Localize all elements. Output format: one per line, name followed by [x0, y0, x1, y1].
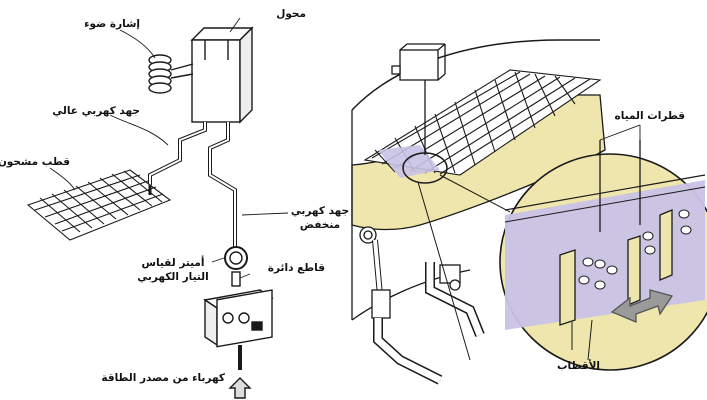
leader-droplets: [599, 124, 641, 141]
label-ammeter-1: أميتر لقياس: [141, 257, 205, 269]
left-system-diagram: [26, 17, 289, 399]
circuit-breaker: [231, 271, 241, 287]
power-box: [203, 289, 274, 370]
label-ammeter-2: التيار الكهربي: [137, 271, 209, 283]
label-high-voltage: جهد كهربي عالي: [52, 105, 140, 117]
ammeter: [224, 246, 248, 270]
transformer: [190, 26, 254, 124]
label-light-signal: إشارة ضوء: [84, 18, 140, 30]
label-charged-grid: قطب مشحون: [0, 156, 70, 168]
high-voltage-pipe: [148, 122, 207, 185]
leader-high-voltage: [109, 114, 169, 146]
leader-breaker: [239, 273, 251, 279]
water-droplets: [578, 209, 692, 290]
leader-light: [119, 29, 156, 59]
low-voltage-pipe: [208, 122, 237, 250]
label-power-source: كهرباء من مصدر الطاقة: [101, 372, 225, 384]
label-low-voltage-1: جهد كهربي: [290, 205, 350, 217]
up-arrow-icon: [228, 377, 252, 399]
label-low-voltage-2: منخفض: [299, 219, 341, 231]
top-junction-box: [391, 43, 446, 155]
leader-transformer: [229, 17, 241, 33]
label-circuit-breaker: قاطع دائرة: [267, 262, 325, 274]
label-electrodes: الأقطاب: [556, 360, 600, 372]
leader-low-voltage: [241, 212, 289, 216]
double-headed-arrow-icon: [610, 289, 674, 323]
magnifier-ring: [402, 152, 448, 184]
zoom-detail: [499, 140, 707, 371]
lower-pipes: [359, 226, 485, 385]
charged-grid: [26, 169, 172, 241]
vessel-shell: [351, 39, 600, 111]
leader-grid: [49, 167, 76, 191]
label-water-droplets: قطرات المياه: [614, 110, 685, 122]
label-transformer: محول: [276, 8, 306, 20]
right-treater-diagram: [351, 39, 707, 385]
leader-ammeter: [211, 257, 225, 263]
light-signal-lamp: [148, 54, 194, 94]
